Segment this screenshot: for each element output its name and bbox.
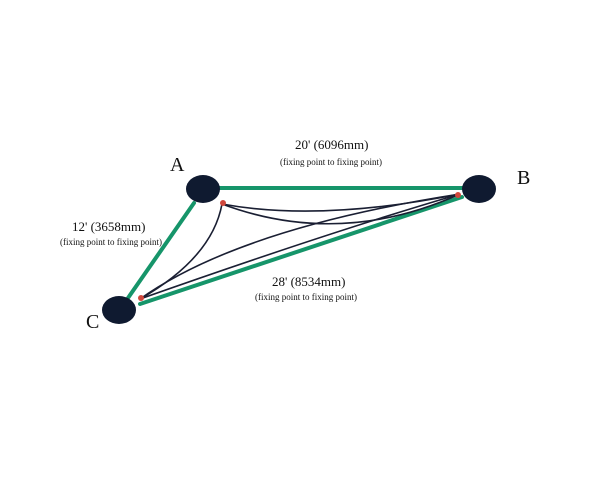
side-ab-note: (fixing point to fixing point) <box>280 157 382 167</box>
point-label-c: C <box>86 311 100 333</box>
fixing-point-a <box>186 175 220 203</box>
point-label-a: A <box>170 154 185 176</box>
side-ac-note: (fixing point to fixing point) <box>60 237 162 247</box>
fixing-point-c <box>102 296 136 324</box>
side-cb-length: 28' (8534mm) <box>272 274 346 289</box>
side-ac-length: 12' (3658mm) <box>72 219 146 234</box>
side-ac-line <box>126 201 196 300</box>
side-cb-note: (fixing point to fixing point) <box>255 292 357 302</box>
sail-corner-b <box>455 192 461 198</box>
sail-edge-ab-upper <box>221 193 461 225</box>
side-ab-length: 20' (6096mm) <box>295 137 369 152</box>
point-label-b: B <box>517 167 531 189</box>
sail-edge-cb-lower <box>139 193 461 300</box>
side-cb-line <box>138 195 464 306</box>
fixing-point-b <box>462 175 496 203</box>
sail-corner-c <box>138 295 144 301</box>
sail-edge-cb-upper <box>139 193 461 300</box>
sail-corner-a <box>220 200 226 206</box>
